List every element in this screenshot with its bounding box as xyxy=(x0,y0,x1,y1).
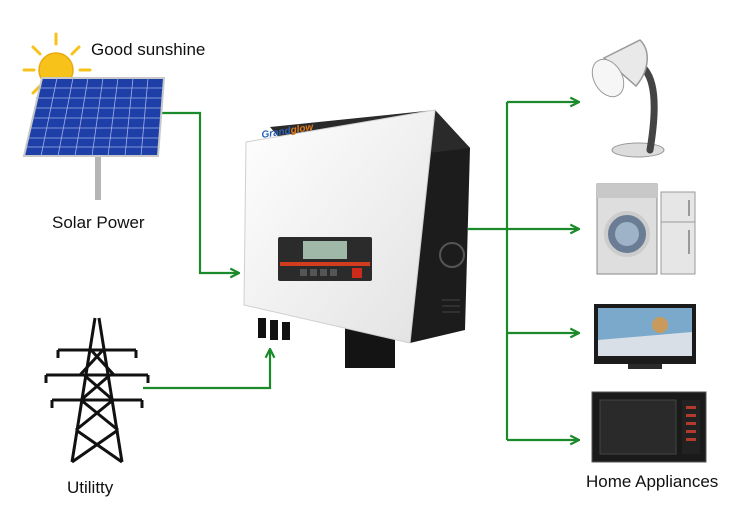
washing-machine-icon xyxy=(596,183,658,275)
control-key xyxy=(300,269,307,276)
fan-grille-icon xyxy=(439,242,465,268)
inverter-side-panel xyxy=(410,110,470,343)
dc-connectors xyxy=(258,318,290,340)
brand-logo-part-a: Grand xyxy=(261,125,293,141)
control-key xyxy=(330,269,337,276)
utility-to-inverter-line xyxy=(143,350,270,390)
lcd-screen xyxy=(303,241,347,259)
solar-to-inverter-line xyxy=(160,111,238,273)
desk-lamp-icon xyxy=(591,39,665,158)
television-icon xyxy=(594,304,696,369)
home-appliances-label: Home Appliances xyxy=(586,472,719,491)
alarm-key xyxy=(352,268,362,278)
status-strip xyxy=(280,262,370,266)
solar-power-label: Solar Power xyxy=(52,213,145,232)
good-sunshine-label: Good sunshine xyxy=(91,40,206,59)
inverter-device: Grandglow xyxy=(243,109,470,368)
power-pylon-icon xyxy=(44,317,150,464)
utility-label: Utilitty xyxy=(67,478,114,497)
brand-logo: Grandglow xyxy=(261,122,316,141)
microwave-oven-icon xyxy=(591,391,707,463)
control-key xyxy=(320,269,327,276)
control-key xyxy=(310,269,317,276)
solar-panel-icon xyxy=(22,77,166,200)
inverter-front-panel xyxy=(243,109,436,344)
connector-lines xyxy=(143,102,578,440)
refrigerator-icon xyxy=(660,191,696,275)
brand-logo-part-b: glow xyxy=(289,122,315,137)
